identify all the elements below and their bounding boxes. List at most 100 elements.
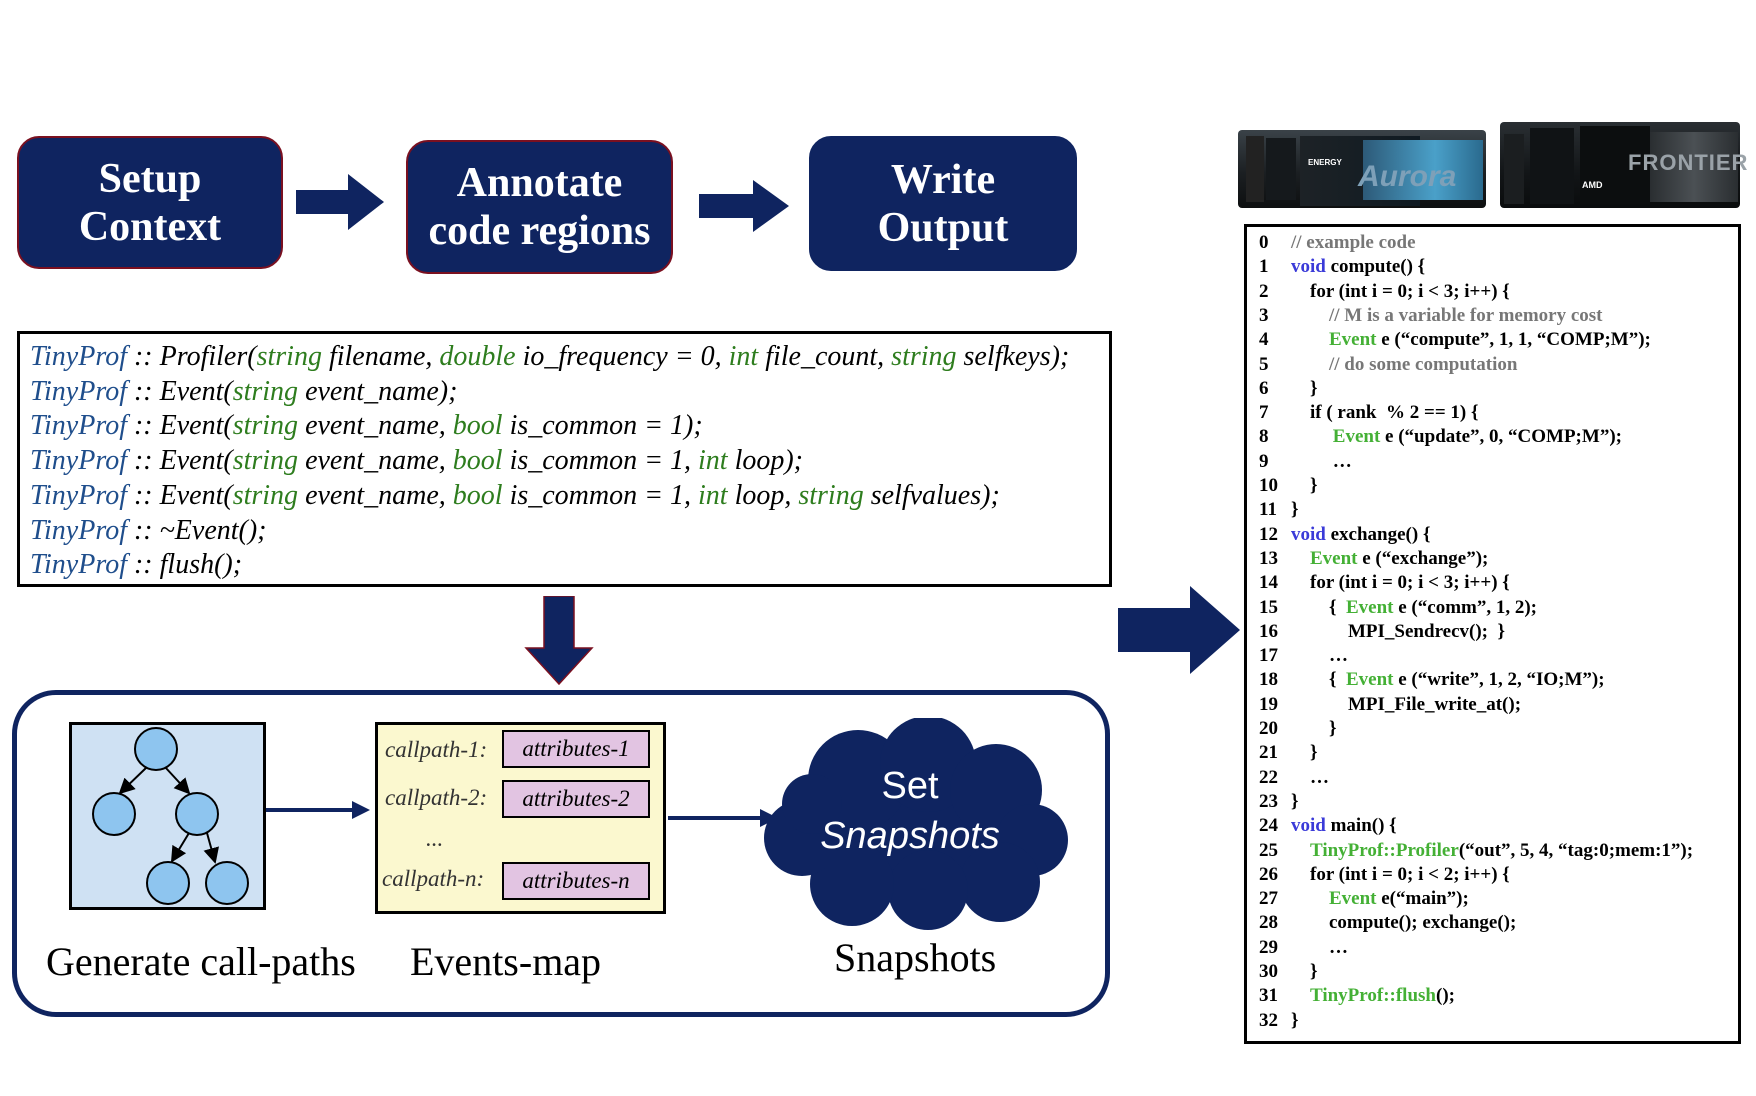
code-token: }: [1291, 499, 1299, 521]
code-token: MPI_File_write_at();: [1348, 693, 1522, 715]
type-token: string: [798, 479, 864, 511]
code-token: …: [1329, 936, 1348, 958]
caption-generate-callpaths: Generate call-paths: [46, 939, 356, 984]
code-token: event_name,: [298, 410, 453, 442]
line-number: 21: [1259, 742, 1278, 764]
arrow-right-icon: [699, 180, 789, 232]
code-api-call: Event: [1329, 888, 1377, 910]
api-signature-line: TinyProf :: Profiler(string filename, do…: [30, 340, 1099, 375]
code-token: loop,: [727, 479, 799, 511]
type-token: bool: [452, 410, 503, 442]
line-number: 6: [1259, 377, 1269, 399]
namespace-token: TinyProf: [30, 341, 127, 372]
type-token: bool: [452, 445, 503, 477]
code-text: if ( rank % 2 == 1) {: [1310, 401, 1478, 425]
type-token: bool: [452, 479, 503, 511]
api-signature-box: TinyProf :: Profiler(string filename, do…: [17, 331, 1112, 587]
code-api-call: Event: [1346, 596, 1394, 618]
frontier-amd-label: AMD: [1582, 180, 1603, 190]
code-text: …: [1333, 450, 1352, 474]
attributes-box: attributes-1: [502, 730, 650, 768]
code-text: }: [1310, 377, 1318, 401]
step-write-output-label: Write Output: [877, 156, 1009, 251]
namespace-token: TinyProf: [30, 549, 127, 581]
code-api-call: TinyProf::Profiler: [1310, 839, 1459, 861]
code-text: Event e(“main”);: [1329, 887, 1469, 911]
line-number: 22: [1259, 766, 1278, 788]
code-token: :: Event(: [126, 479, 233, 511]
code-text: }: [1291, 790, 1299, 814]
code-token: :: Event(: [126, 410, 233, 442]
line-number: 10: [1259, 475, 1278, 496]
code-token: }: [1291, 1009, 1299, 1031]
code-token: }: [1291, 790, 1299, 812]
code-text: // example code: [1291, 231, 1416, 255]
code-token: …: [1310, 766, 1329, 788]
code-token: }: [1310, 961, 1318, 982]
api-signature-line: TinyProf :: flush();: [30, 548, 1099, 583]
code-text: Event e (“exchange”);: [1310, 547, 1488, 571]
line-number: 24: [1259, 815, 1278, 837]
arrow-right-icon: [266, 801, 370, 819]
step-annotate-label: Annotate code regions: [428, 160, 651, 254]
code-token: :: ~Event();: [126, 514, 267, 546]
step-setup-context: Setup Context: [17, 136, 283, 269]
code-text: Event e (“compute”, 1, 1, “COMP;M”);: [1329, 328, 1651, 352]
code-token: :: flush();: [126, 549, 243, 581]
code-token: loop);: [727, 445, 804, 477]
line-number: 25: [1259, 839, 1278, 861]
code-text: }: [1310, 741, 1318, 765]
callpath-label: callpath-1:: [385, 737, 488, 762]
code-text: }: [1329, 717, 1337, 741]
code-token: e(“main”);: [1376, 888, 1469, 910]
api-signature-line: TinyProf :: Event(string event_name, boo…: [30, 409, 1099, 444]
aurora-energy-label: ENERGY: [1308, 158, 1342, 167]
code-api-call: Event: [1329, 329, 1377, 351]
line-number: 13: [1259, 547, 1278, 569]
line-number: 23: [1259, 790, 1278, 812]
arrow-right-icon: [296, 174, 384, 230]
code-token: compute(); exchange();: [1329, 912, 1517, 934]
line-number: 17: [1259, 645, 1278, 667]
code-text: …: [1310, 766, 1329, 790]
code-text: compute(); exchange();: [1329, 911, 1516, 935]
api-signature-line: TinyProf :: Event(string event_name, boo…: [30, 444, 1099, 479]
code-text: void exchange() {: [1291, 523, 1430, 547]
code-token: compute() {: [1325, 256, 1426, 278]
attributes-box: attributes-n: [502, 862, 650, 900]
type-token: string: [232, 375, 299, 407]
code-token: :: Event(: [126, 445, 233, 477]
namespace-token: TinyProf: [30, 514, 127, 546]
namespace-token: TinyProf: [30, 375, 127, 407]
code-token: {: [1329, 669, 1346, 691]
code-token: ();: [1436, 985, 1455, 1007]
type-token: string: [232, 479, 299, 511]
line-number: 30: [1259, 961, 1278, 982]
namespace-token: TinyProf: [30, 410, 127, 442]
frontier-supercomputer-image: FRONTIER AMD: [1500, 122, 1747, 208]
code-token: :: Event(: [126, 375, 233, 407]
code-api-call: TinyProf::flush: [1310, 985, 1436, 1007]
line-number: 7: [1259, 402, 1269, 424]
code-token: e (“comm”, 1, 2);: [1393, 596, 1538, 618]
line-number: 26: [1259, 863, 1278, 885]
code-text: }: [1310, 960, 1318, 984]
namespace-token: TinyProf: [30, 445, 127, 477]
code-comment: // M is a variable for memory cost: [1329, 304, 1603, 326]
code-token: is_common = 1);: [502, 410, 703, 442]
code-token: :: Profiler(: [126, 341, 257, 372]
line-number: 28: [1259, 912, 1278, 934]
code-api-call: Event: [1346, 669, 1394, 691]
code-token: main() {: [1325, 815, 1397, 837]
code-text: for (int i = 0; i < 3; i++) {: [1310, 571, 1510, 595]
line-number: 18: [1259, 669, 1278, 691]
ellipsis: ...: [426, 826, 444, 851]
line-number: 8: [1259, 426, 1269, 448]
code-token: {: [1329, 596, 1346, 618]
code-token: e (“write”, 1, 2, “IO;M”);: [1393, 669, 1605, 691]
line-number: 29: [1259, 936, 1278, 958]
code-token: io_frequency = 0,: [515, 341, 729, 372]
caption-events-map: Events-map: [410, 939, 602, 984]
code-text: MPI_Sendrecv(); }: [1348, 620, 1505, 644]
code-token: e (“update”, 0, “COMP;M”);: [1380, 426, 1622, 448]
